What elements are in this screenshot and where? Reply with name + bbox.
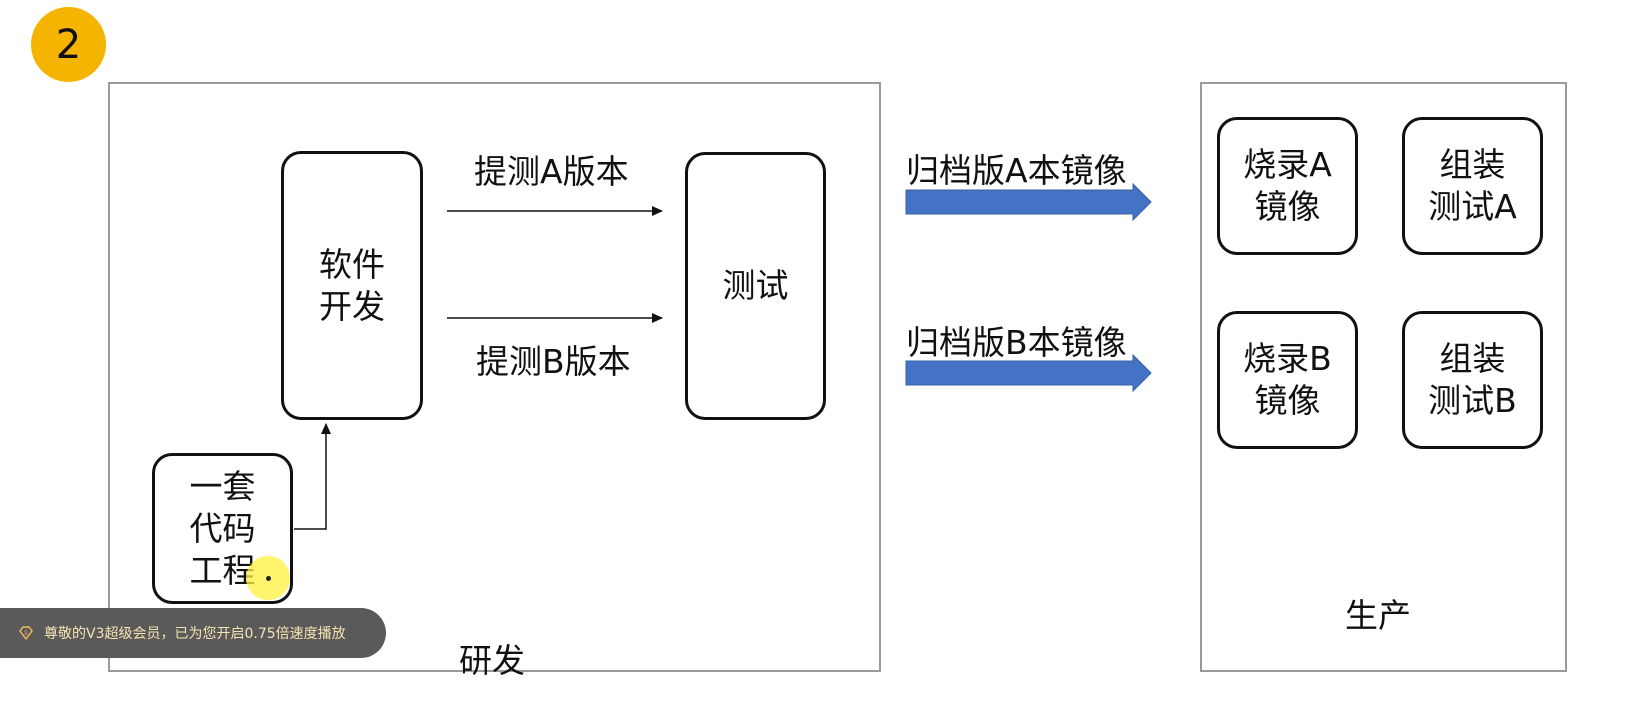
burn-b-image-node: 烧录B 镜像 [1217, 311, 1358, 449]
code-project-node: 一套 代码 工程 [152, 453, 293, 604]
cursor-highlight [246, 556, 290, 600]
code-to-dev-connector [294, 423, 331, 530]
toast-text: 尊敬的V3超级会员，已为您开启0.75倍速度播放 [44, 626, 346, 642]
software-dev-node: 软件 开发 [281, 151, 423, 420]
playback-speed-toast: S 尊敬的V3超级会员，已为您开启0.75倍速度播放 [0, 608, 386, 658]
assemble-test-a-node: 组装 测试A [1402, 117, 1543, 255]
step-number-badge: 2 [31, 7, 106, 82]
burn-a-image-node: 烧录A 镜像 [1217, 117, 1358, 255]
archive-b-label: 归档版B本镜像 [906, 323, 1127, 362]
testing-node: 测试 [685, 152, 826, 420]
prod-region-label: 生产 [1345, 596, 1411, 635]
dev-region-label: 研发 [459, 641, 525, 680]
archive-a-arrow [905, 182, 1152, 222]
submit-b-label: 提测B版本 [476, 342, 631, 381]
step-number: 2 [55, 21, 82, 68]
svg-text:S: S [24, 630, 28, 637]
archive-a-label: 归档版A本镜像 [906, 151, 1127, 190]
submit-a-label: 提测A版本 [474, 152, 629, 191]
assemble-test-b-node: 组装 测试B [1402, 311, 1543, 449]
vip-diamond-icon: S [18, 625, 34, 641]
archive-b-arrow [905, 353, 1152, 393]
